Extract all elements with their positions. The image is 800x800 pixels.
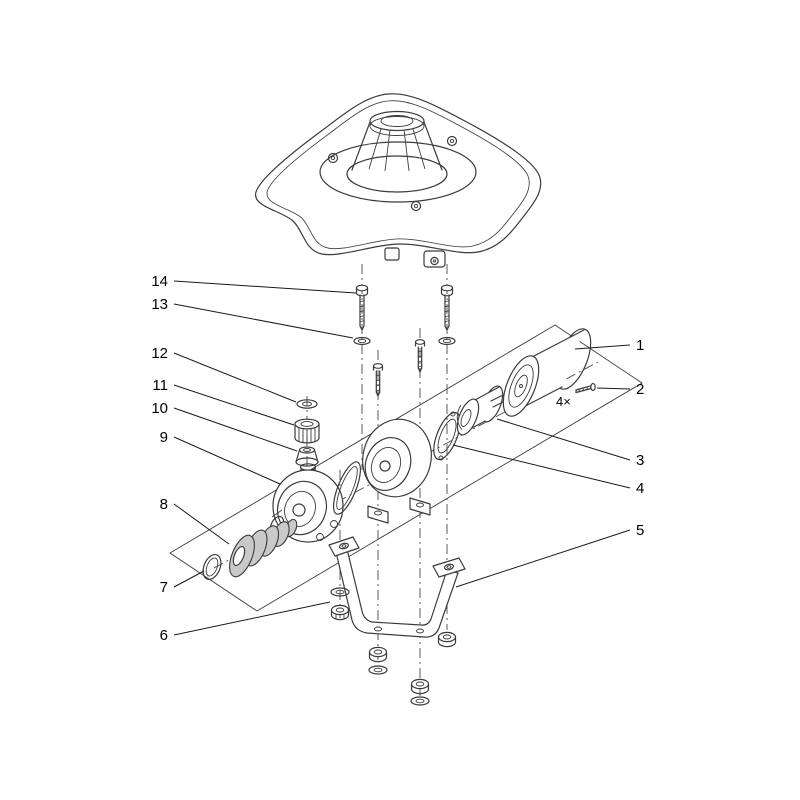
hex-nut-bottom-left <box>368 646 388 663</box>
motor-unit <box>502 328 592 417</box>
hosetail-adapter <box>295 446 319 467</box>
callout-5: 5 <box>636 522 644 539</box>
callout-12: 12 <box>151 345 168 362</box>
hex-nut-bottom-right <box>437 631 457 648</box>
nozzle-base-ring <box>346 155 448 193</box>
screw-washer-right <box>438 336 456 346</box>
quantity-annotation: 4× <box>556 394 571 409</box>
cover-clip <box>384 247 400 261</box>
washer-6 <box>330 587 350 597</box>
callout-3: 3 <box>636 452 644 469</box>
bracket-flange-right <box>432 557 466 578</box>
callout-6: 6 <box>160 627 168 644</box>
union-nut <box>294 418 320 444</box>
washer-bottom-center <box>410 696 430 706</box>
cover-screw-right <box>440 284 454 331</box>
assembly-plane <box>169 324 643 612</box>
bracket-flange-left <box>328 536 360 557</box>
fountain-nozzle <box>351 110 443 172</box>
pump-housing <box>362 418 432 524</box>
wear-plate <box>433 411 461 461</box>
callout-13: 13 <box>151 296 168 313</box>
housing-foot-right <box>409 497 431 516</box>
cover-platform-ring <box>319 141 477 203</box>
callout-11: 11 <box>152 377 168 394</box>
housing-screw-left <box>372 363 384 397</box>
callout-9: 9 <box>160 429 168 446</box>
screw-washer-left <box>353 336 371 346</box>
cover-screw-boss <box>327 135 458 212</box>
callout-2: 2 <box>636 381 644 398</box>
hex-nut-6 <box>330 604 350 621</box>
callout-14: 14 <box>151 273 168 290</box>
motor-screw <box>575 382 596 394</box>
callout-10: 10 <box>151 400 168 417</box>
callout-4: 4 <box>636 480 644 497</box>
callout-labels: 14 13 12 11 10 9 8 7 6 1 2 3 4 5 4× <box>151 273 644 644</box>
o-ring <box>202 553 222 581</box>
callout-1: 1 <box>636 337 644 354</box>
hex-nut-bottom-center <box>410 678 430 695</box>
float-cover <box>255 93 542 268</box>
mounting-bracket <box>328 536 466 638</box>
callout-8: 8 <box>160 496 168 513</box>
housing-screw-right <box>414 339 426 373</box>
leader-lines <box>173 280 631 636</box>
housing-foot-left <box>367 505 389 524</box>
washer-bottom-left <box>368 665 388 675</box>
impeller-rotor <box>456 385 515 436</box>
fitting-washer <box>296 399 318 409</box>
callout-7: 7 <box>160 579 168 596</box>
hose-connector-strainer <box>229 518 298 578</box>
housing-gasket <box>332 461 362 515</box>
cover-screw-left <box>355 284 369 331</box>
cover-tab <box>423 250 446 268</box>
